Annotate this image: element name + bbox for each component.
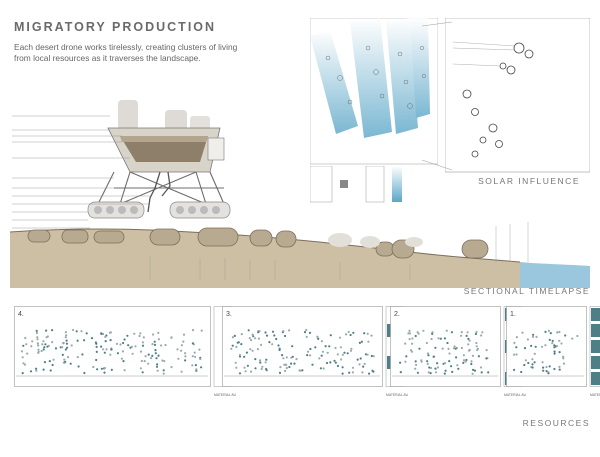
resource-panel: 1. MATERIAL AVAILABLE: [506, 306, 600, 397]
hopper-layer: [120, 136, 208, 142]
resources-caption: RESOURCES: [522, 418, 590, 428]
material-bar-segment: [591, 324, 600, 337]
resource-panel-number: 1.: [510, 311, 516, 318]
solar-legend: [310, 166, 402, 203]
material-bar-label: MATERIAL AVAILABLE: [504, 393, 526, 397]
solar-influence-diagram: [310, 18, 438, 165]
solar-clusters: [325, 45, 426, 109]
material-bar-segment: [591, 372, 600, 385]
side-unit: [207, 137, 225, 161]
left-tread: [87, 201, 145, 219]
robotic-arm: [147, 171, 171, 213]
resource-clusters: [230, 328, 375, 375]
cluster-detail-diagram: [445, 18, 590, 173]
zoom-connector-lines: [422, 21, 452, 170]
material-bar-segment: [591, 308, 600, 321]
resource-panel-number: 2.: [394, 311, 400, 318]
callout-leaders: [12, 115, 150, 229]
detail-clusters: [462, 42, 534, 158]
section-tick-lines: [149, 222, 529, 280]
resource-panel: 3. MATERIAL AVAILABLE: [222, 306, 408, 397]
material-bar-label: MATERIAL AVAILABLE: [386, 393, 408, 397]
legend-arrow: [340, 180, 348, 188]
background-mounds: [328, 233, 423, 248]
sectional-timelapse-caption: SECTIONAL TIMELAPSE: [463, 286, 590, 296]
ground-section: [10, 229, 520, 288]
material-bar-label: MATERIAL AVAILABLE: [590, 393, 600, 397]
description-text: Each desert drone works tirelessly, crea…: [14, 42, 238, 63]
resource-frame: [222, 306, 383, 387]
material-bar-segment: [591, 340, 600, 353]
legend-box: [365, 166, 385, 203]
solar-strips: [310, 18, 430, 138]
resource-panel-number: 4.: [18, 311, 24, 318]
resource-frame: [390, 306, 501, 387]
top-tank: [118, 100, 138, 130]
sectional-timelapse-diagram: [10, 222, 590, 288]
top-tank: [165, 110, 187, 130]
resource-panel: 4. MATERIAL AVAILABLE: [14, 306, 236, 397]
material-bar-label: MATERIAL AVAILABLE: [214, 393, 236, 397]
resource-clusters: [20, 328, 203, 375]
desert-drone-illustration: [12, 100, 231, 229]
living-clusters: [27, 227, 489, 259]
hopper-fill: [120, 136, 208, 162]
legend-scale: [392, 166, 402, 202]
water-body: [520, 262, 590, 288]
detail-leaders: [452, 41, 516, 67]
resource-clusters: [513, 329, 579, 375]
page-title: MIGRATORY PRODUCTION: [14, 20, 217, 34]
leg-frame: [97, 171, 225, 205]
legend-box: [310, 166, 333, 203]
tread-wheels: [94, 206, 220, 214]
resource-panel-number: 3.: [226, 311, 232, 318]
detail-frame: [445, 18, 590, 173]
resource-frame: [506, 306, 587, 387]
material-bar-segment: [591, 356, 600, 369]
resource-clusters: [399, 329, 490, 375]
solar-influence-caption: SOLAR INFLUENCE: [478, 176, 580, 186]
